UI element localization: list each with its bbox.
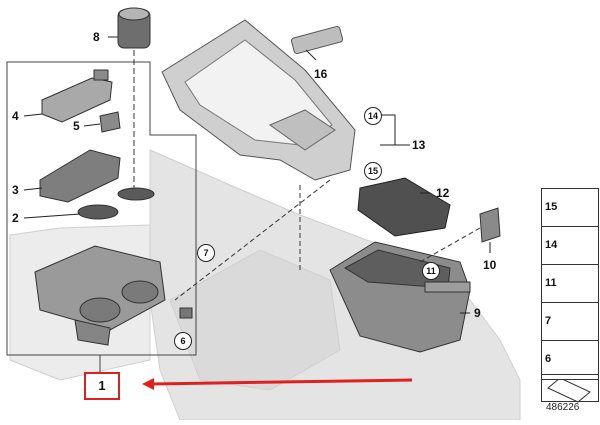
legend-row: 7 xyxy=(541,302,599,342)
legend-label: 6 xyxy=(545,353,552,365)
label-part-4: 4 xyxy=(12,109,19,123)
label-part-9: 9 xyxy=(474,306,481,320)
highlight-arrow xyxy=(142,378,413,390)
part-2-mat-b xyxy=(117,187,155,201)
solid-leaders xyxy=(23,36,491,314)
label-part-3: 3 xyxy=(12,183,19,197)
part-4-tab xyxy=(93,69,109,81)
legend-label: 7 xyxy=(545,315,552,327)
label-part-5: 5 xyxy=(73,119,80,133)
label-part-8: 8 xyxy=(93,30,100,44)
circle-label-11: 11 xyxy=(422,262,440,280)
legend-row: 6 xyxy=(541,340,599,380)
label-part-10: 10 xyxy=(483,258,497,272)
part-6 xyxy=(179,307,193,319)
legend-row: 15 xyxy=(541,188,599,228)
dashed-leaders xyxy=(174,179,481,301)
part-1-console-tray xyxy=(34,245,166,346)
label-part-2: 2 xyxy=(12,211,19,225)
circle-label-15: 15 xyxy=(364,162,382,180)
circle-label-6: 6 xyxy=(174,332,192,350)
diagram-id: 486226 xyxy=(546,402,580,413)
part-16-trim-bezel xyxy=(161,19,356,181)
group-frame xyxy=(6,61,197,372)
legend-label: 14 xyxy=(545,239,558,251)
part-3 xyxy=(39,149,121,203)
label-part-12: 12 xyxy=(436,186,450,200)
part-5 xyxy=(99,111,121,133)
label-part-16: 16 xyxy=(314,67,328,81)
label-part-13: 13 xyxy=(412,138,426,152)
circle-label-7: 7 xyxy=(197,244,215,262)
legend-row: 14 xyxy=(541,226,599,266)
circle-label-14: 14 xyxy=(364,107,382,125)
legend-label: 15 xyxy=(545,201,558,213)
legend-row-arrow xyxy=(541,374,599,402)
part-10 xyxy=(479,207,501,243)
label-part-1: 1 xyxy=(98,378,106,393)
legend-label: 11 xyxy=(545,277,557,289)
legend-row: 11 xyxy=(541,264,599,304)
highlight-box-part-1: 1 xyxy=(84,372,120,400)
part-2-mat xyxy=(77,204,119,220)
part-8-cupholder-cover xyxy=(117,7,151,49)
